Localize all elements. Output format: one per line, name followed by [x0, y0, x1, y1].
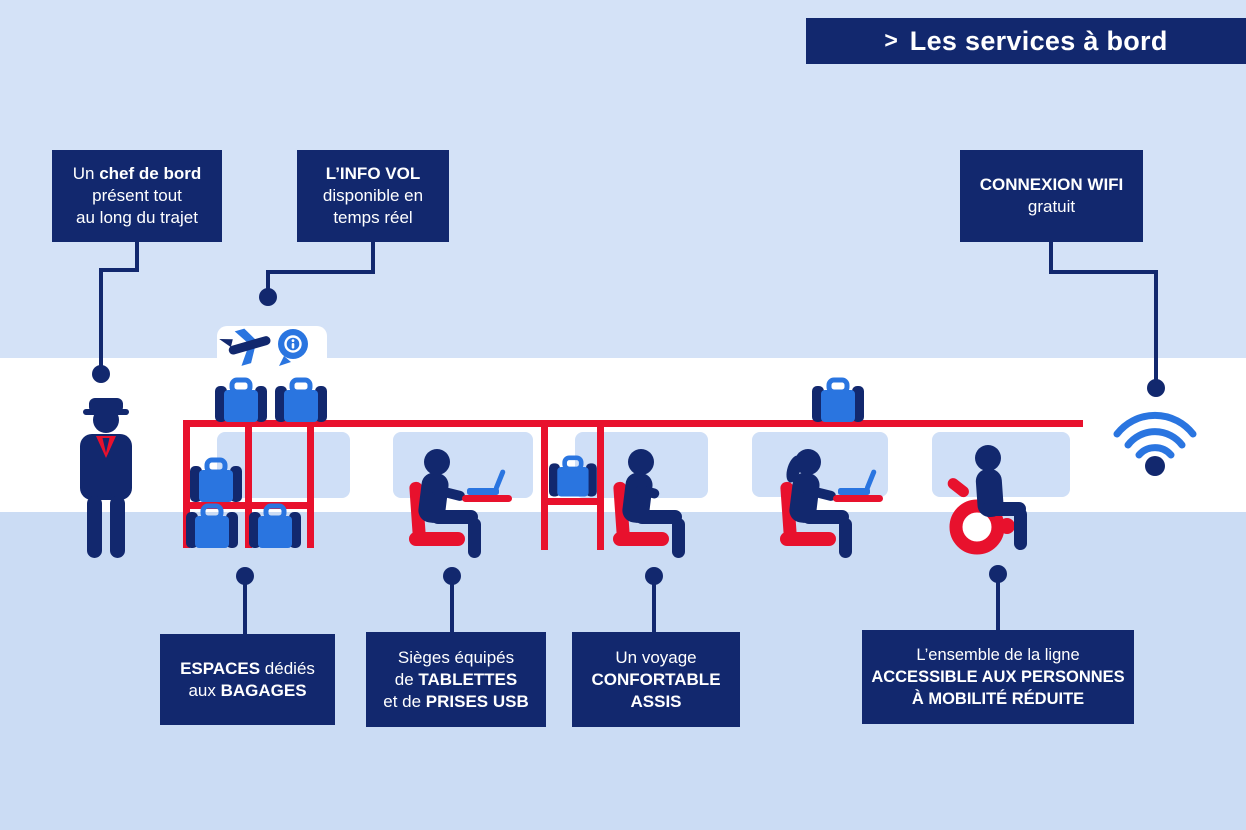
callout-line: ESPACES dédiés — [180, 658, 315, 678]
callout-voyage-confortable: Un voyage CONFORTABLE ASSIS — [572, 632, 740, 727]
callout-line: CONNEXION WIFI — [979, 175, 1124, 194]
callout-line: ASSIS — [630, 691, 682, 711]
callout-line: présent tout — [92, 186, 182, 205]
suitcase-icon — [186, 503, 238, 548]
plane-icon — [219, 328, 271, 366]
passenger-seated-icon — [613, 449, 685, 558]
connector-wifi — [1049, 242, 1158, 388]
callout-accessibilite: L’ensemble de la ligne ACCESSIBLE AUX PE… — [862, 630, 1134, 724]
connector-dots — [92, 288, 1165, 585]
callout-line: L’INFO VOL — [325, 164, 421, 183]
connector-info-vol — [266, 242, 375, 297]
title-banner: > Les services à bord — [806, 18, 1246, 64]
laptop-icon — [467, 469, 506, 495]
callout-line: et de PRISES USB — [383, 691, 529, 711]
callout-chef-de-bord: Un chef de bord présent tout au long du … — [52, 150, 222, 242]
info-bubble-icon — [278, 329, 308, 366]
callout-line: disponible en — [322, 186, 424, 205]
mid-luggage-rack — [541, 420, 604, 550]
callout-line: Un voyage — [615, 647, 697, 667]
suitcase-icon — [812, 377, 864, 422]
callout-line: aux BAGAGES — [188, 680, 307, 700]
connector-lines — [99, 242, 1158, 634]
callout-line: L’ensemble de la ligne — [916, 646, 1080, 664]
callout-line: À MOBILITÉ RÉDUITE — [911, 690, 1085, 708]
laptop-icon — [838, 469, 877, 495]
callout-line: gratuit — [1027, 197, 1076, 216]
passenger-laptop-icon — [409, 449, 512, 558]
chevron-icon: > — [884, 26, 898, 53]
suitcase-icon — [190, 457, 242, 502]
overhead-rail — [183, 420, 1083, 427]
luggage-rail-and-racks — [183, 420, 1083, 550]
callout-info-vol: L’INFO VOL disponible en temps réel — [297, 150, 449, 242]
passenger-female-laptop-icon — [780, 449, 883, 558]
suitcases — [186, 377, 864, 548]
connector-chef — [99, 242, 139, 374]
suitcase-icon — [549, 455, 597, 497]
callout-tablettes-usb: Sièges équipés de TABLETTES et de PRISES… — [366, 632, 546, 727]
conductor-icon — [80, 398, 132, 558]
flight-info-card — [217, 326, 327, 372]
suitcase-icon — [275, 377, 327, 422]
callout-connexion-wifi: CONNEXION WIFI gratuit — [960, 150, 1143, 242]
wifi-icon — [1113, 411, 1197, 476]
callout-bagages: ESPACES dédiés aux BAGAGES — [160, 634, 335, 725]
window — [932, 432, 1070, 497]
callout-line: Un chef de bord — [72, 164, 202, 183]
callout-line: ACCESSIBLE AUX PERSONNES — [871, 668, 1125, 686]
callout-line: CONFORTABLE — [591, 669, 721, 689]
callout-line: temps réel — [333, 208, 413, 227]
callout-line: de TABLETTES — [394, 669, 518, 689]
page-title: Les services à bord — [909, 25, 1168, 56]
suitcase-icon — [249, 503, 301, 548]
suitcase-icon — [215, 377, 267, 422]
left-luggage-rack — [183, 420, 314, 548]
wheelchair-user-icon — [947, 445, 1027, 555]
callout-line: Sièges équipés — [397, 647, 515, 667]
callout-line: au long du trajet — [76, 208, 198, 227]
